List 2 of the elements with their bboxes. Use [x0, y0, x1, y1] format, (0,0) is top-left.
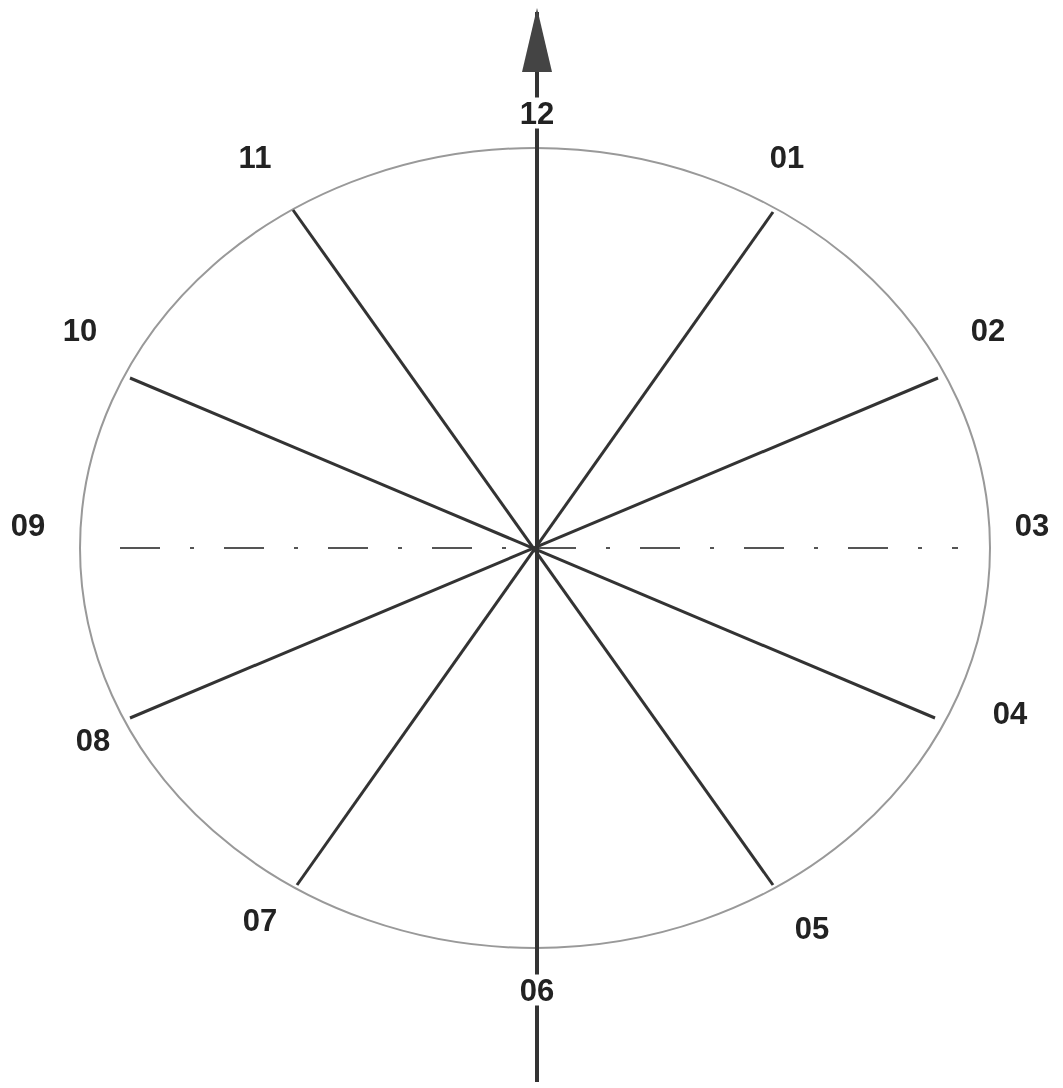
- hour-number: 06: [518, 974, 556, 1006]
- hour-number: 12: [518, 97, 556, 129]
